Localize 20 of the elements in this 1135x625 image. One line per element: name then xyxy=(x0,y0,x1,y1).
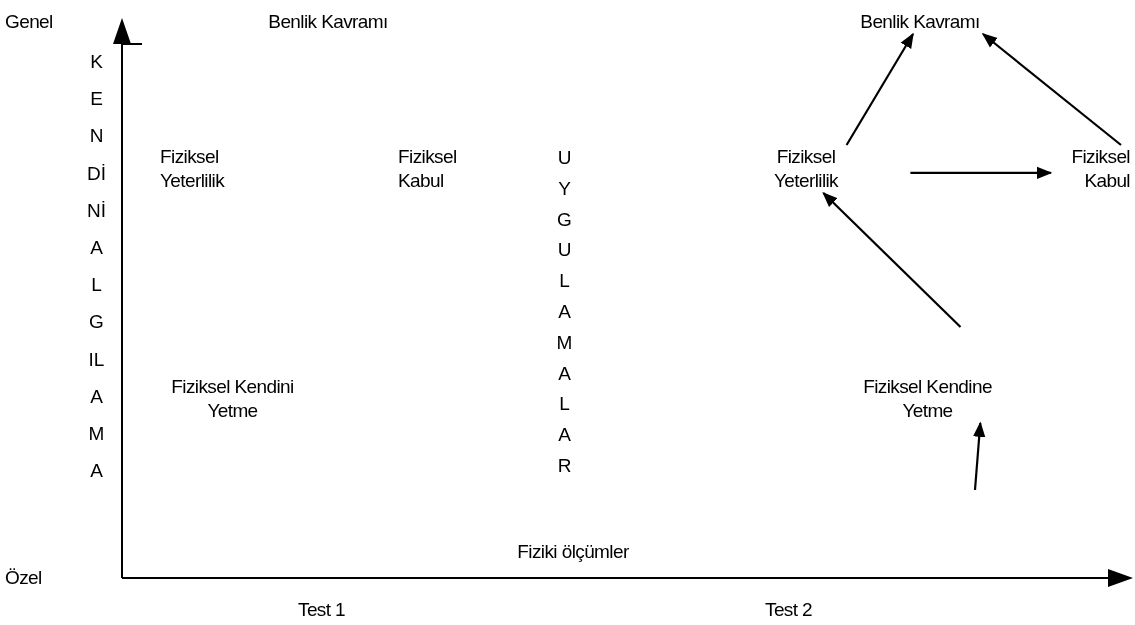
concept-label: Fiziki ölçümler xyxy=(493,540,653,564)
concept-label: Benlik Kavramı xyxy=(850,10,990,34)
concept-label: Fiziksel Yeterlilik xyxy=(748,145,864,193)
axis-label: Genel xyxy=(5,10,53,34)
arrow xyxy=(845,32,914,146)
axis-label: Test 2 xyxy=(765,598,813,622)
arrow xyxy=(973,421,986,491)
axis-label: Özel xyxy=(5,566,42,590)
vertical-axis-title: UYGULAMALAR xyxy=(555,146,574,478)
arrow xyxy=(910,166,1053,179)
concept-label: Fiziksel Kendini Yetme xyxy=(150,375,315,423)
concept-label: Benlik Kavramı xyxy=(258,10,398,34)
vertical-axis-title: KENDİNİ ALGILAMA xyxy=(87,50,106,484)
concept-label: Fiziksel Kendine Yetme xyxy=(845,375,1010,423)
concept-label: Fiziksel Kabul xyxy=(1040,145,1130,193)
arrow xyxy=(981,33,1122,146)
arrow xyxy=(822,191,962,328)
axis-label: Test 1 xyxy=(298,598,346,622)
concept-label: Fiziksel Yeterlilik xyxy=(160,145,270,193)
concept-label: Fiziksel Kabul xyxy=(398,145,473,193)
